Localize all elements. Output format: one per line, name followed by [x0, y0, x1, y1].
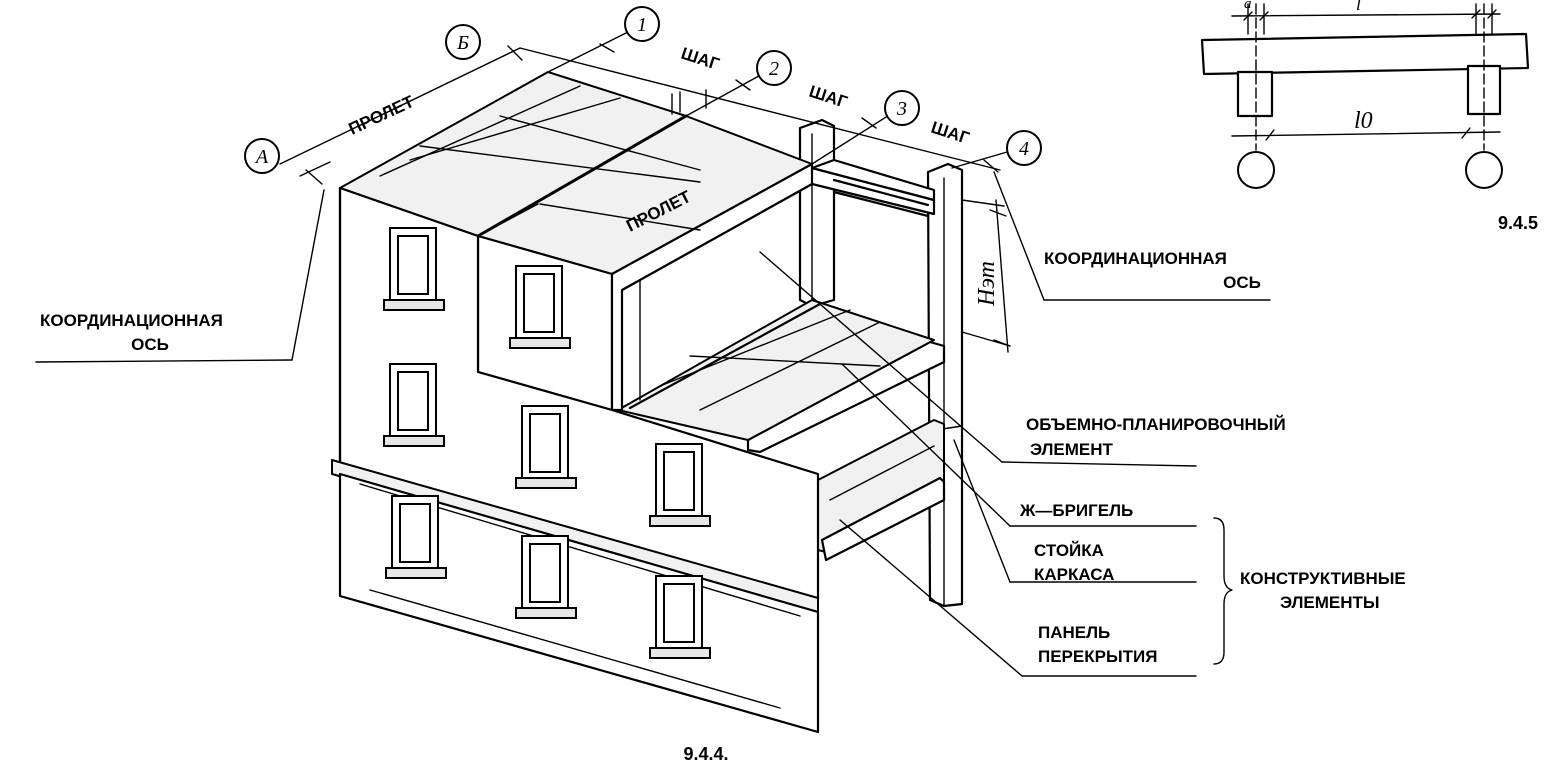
floor-height-label: Hэт: [974, 261, 1000, 307]
axis-bubble-1: [624, 6, 660, 42]
step-label-1: ШАГ: [679, 44, 722, 74]
column-axis-4: [926, 162, 964, 608]
label-volume-element-2: ЭЛЕМЕНТ: [1030, 440, 1113, 459]
label-column-1: СТОЙКА: [1034, 541, 1104, 560]
detail-axis-bubble-right: [1465, 151, 1503, 189]
label-coord-axis-right-1: КООРДИНАЦИОННАЯ: [1044, 249, 1227, 268]
window: [649, 443, 711, 527]
detail-axis-bubble-left: [1237, 151, 1275, 189]
label-structural-1: КОНСТРУКТИВНЫЕ: [1240, 569, 1406, 588]
axis-label-3: 3: [896, 98, 907, 120]
facade-lower: [338, 472, 820, 734]
window: [515, 405, 577, 489]
detail-support-left: [1236, 70, 1274, 118]
axis-bubble-b: [445, 24, 481, 60]
axis-label-1: 1: [637, 14, 647, 36]
label-volume-element-1: ОБЪЕМНО-ПЛАНИРОВОЧНЫЙ: [1026, 415, 1286, 434]
label-slab-1: ПАНЕЛЬ: [1038, 623, 1110, 642]
axis-markers: А Б 1 2 3 4: [244, 6, 1042, 174]
label-coord-axis-right-2: ОСЬ: [1223, 273, 1261, 292]
step-label-2: ШАГ: [807, 82, 850, 112]
window: [383, 227, 445, 311]
label-coord-axis-left-1: КООРДИНАЦИОННАЯ: [40, 311, 223, 330]
label-coord-axis-left-2: ОСЬ: [131, 335, 169, 354]
detail-dim-l: l: [1356, 0, 1361, 14]
detail-diagram: [1200, 3, 1530, 189]
label-column-2: КАРКАСА: [1034, 565, 1114, 584]
detail-dim-l0: l0: [1354, 108, 1373, 134]
caption-main: 9.4.4.: [683, 744, 728, 764]
window: [515, 535, 577, 619]
step-label-3: ШАГ: [929, 118, 972, 148]
detail-beam: [1200, 32, 1530, 76]
axis-bubble-3: [884, 90, 920, 126]
axis-label-a: А: [254, 146, 269, 168]
axis-label-4: 4: [1019, 138, 1029, 160]
axis-bubble-4: [1006, 130, 1042, 166]
column-axis-3: [798, 118, 836, 308]
axis-label-2: 2: [769, 58, 779, 80]
dimension-lines: [279, 29, 1015, 353]
detail-dim-a: a: [1244, 0, 1252, 12]
label-slab-2: ПЕРЕКРЫТИЯ: [1038, 647, 1157, 666]
axis-label-b: Б: [456, 32, 469, 54]
window: [649, 575, 711, 659]
span-label-top: ПРОЛЕТ: [346, 92, 418, 139]
caption-detail: 9.4.5: [1498, 213, 1538, 233]
window: [383, 363, 445, 447]
window: [385, 495, 447, 579]
windows: [383, 227, 711, 659]
label-girder: Ж—БРИГЕЛЬ: [1019, 501, 1133, 520]
leader-lines: [35, 171, 1271, 677]
label-structural-2: ЭЛЕМЕНТЫ: [1280, 593, 1380, 612]
axis-bubble-a: [244, 138, 280, 174]
girder-lower: [820, 476, 946, 562]
axis-bubble-2: [756, 50, 792, 86]
window: [509, 265, 571, 349]
